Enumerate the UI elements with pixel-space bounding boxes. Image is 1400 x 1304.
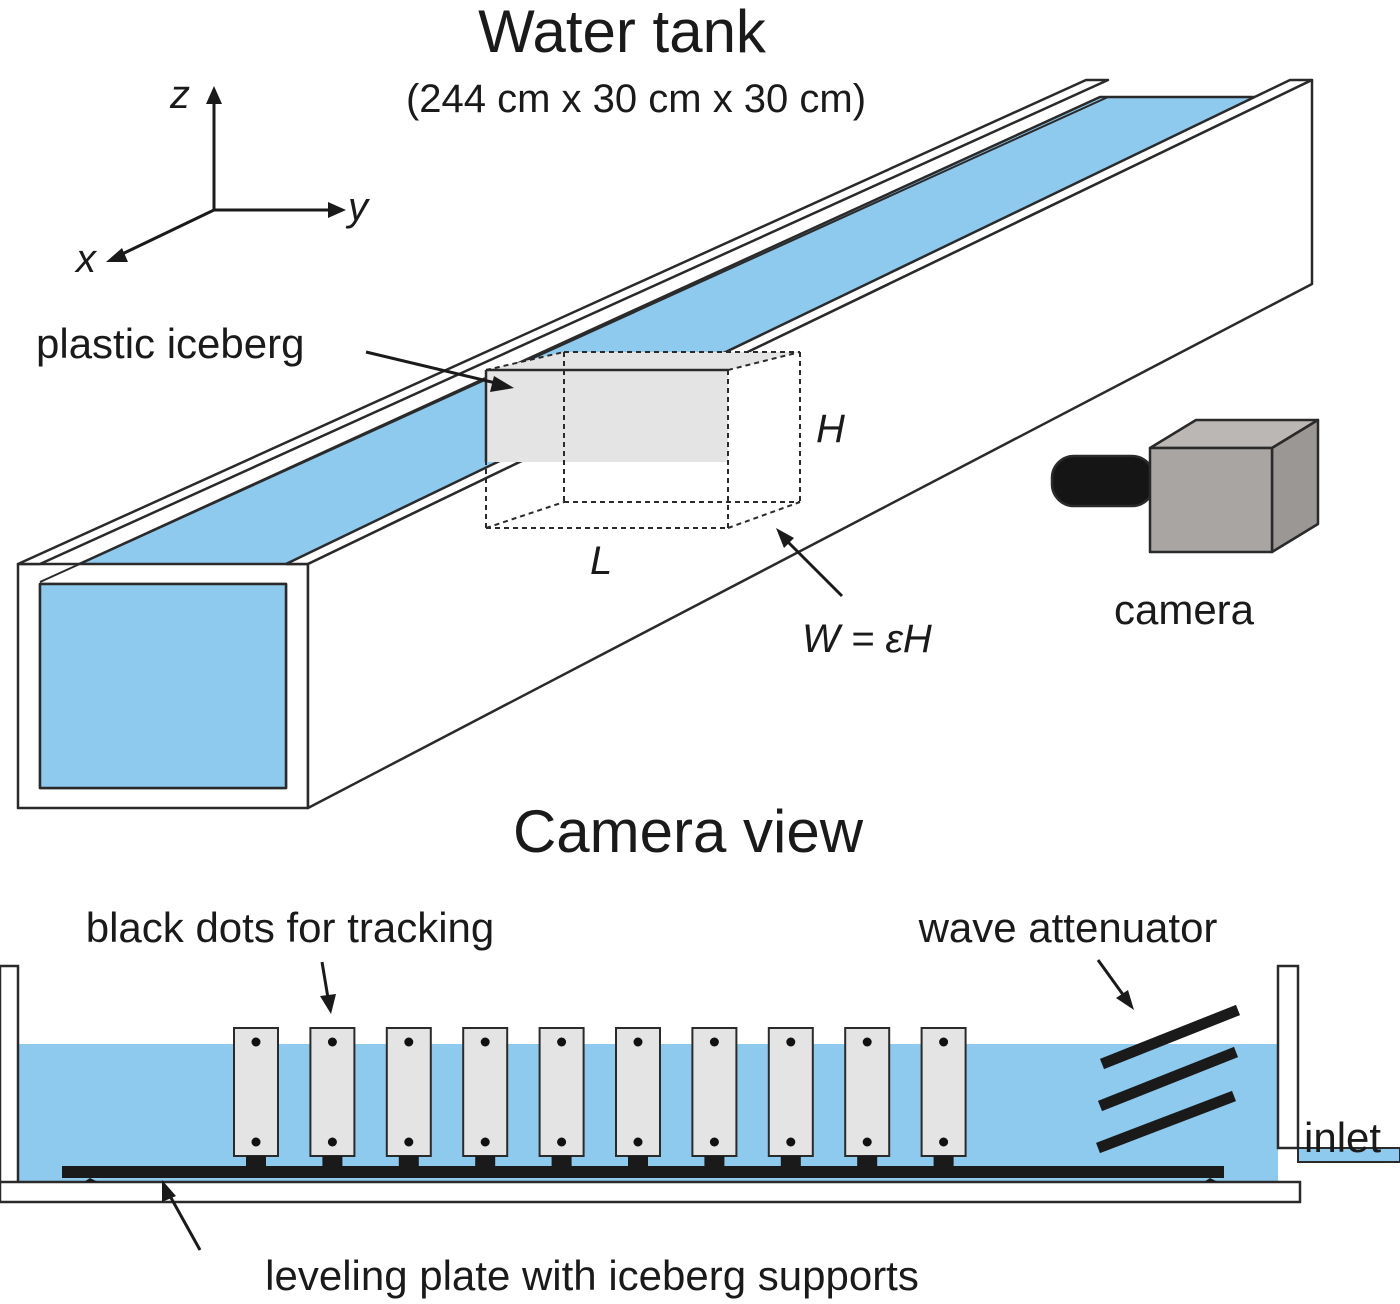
iceberg-support [475, 1156, 496, 1166]
iceberg-front-face [486, 370, 728, 462]
width-pointer-arrow [776, 528, 844, 598]
tracking-dot [939, 1137, 949, 1147]
left-wall-rim [16, 78, 1110, 566]
iceberg-block [309, 1027, 356, 1166]
plate-support-right [1204, 1178, 1218, 1182]
inlet-pipe [1297, 1147, 1400, 1163]
z-axis-label: z [169, 73, 190, 117]
iceberg-body [385, 1027, 432, 1157]
tracking-dot [557, 1137, 567, 1147]
tracking-dot [327, 1037, 337, 1047]
iceberg-block [920, 1027, 967, 1166]
iceberg-block [538, 1027, 585, 1166]
iceberg-block [615, 1027, 661, 1166]
right-tank-wall [1276, 964, 1300, 1150]
iceberg-support [322, 1156, 343, 1166]
iceberg-body [538, 1027, 585, 1157]
coordinate-axes [106, 86, 346, 262]
attenuator-label: wave attenuator [918, 904, 1218, 951]
dots-label: black dots for tracking [86, 904, 495, 951]
camera-label: camera [1114, 586, 1255, 633]
camera [1050, 418, 1320, 554]
iceberg-body [233, 1027, 279, 1157]
camera-body-front [1148, 446, 1274, 554]
y-axis-label: y [345, 185, 371, 229]
iceberg-support [398, 1156, 419, 1166]
tracking-dot [786, 1137, 796, 1147]
camera-view-title: Camera view [513, 798, 864, 865]
tracking-dot [557, 1037, 567, 1047]
width-label: W = εH [802, 617, 932, 661]
water-tank-panel: Water tank (244 cm x 30 cm x 30 cm) z y … [16, 0, 1320, 810]
inlet-label: inlet [1304, 1114, 1381, 1161]
iceberg-body [920, 1027, 967, 1157]
tracking-dot [862, 1137, 872, 1147]
iceberg-body [844, 1027, 891, 1157]
iceberg-pointer-arrow [365, 350, 514, 392]
tracking-dot [862, 1037, 872, 1047]
iceberg-block [691, 1027, 738, 1166]
plate-support-left [84, 1178, 98, 1182]
length-label: L [590, 539, 612, 583]
tracking-dot [251, 1137, 261, 1147]
plate-label: leveling plate with iceberg supports [265, 1252, 919, 1299]
iceberg-body [615, 1027, 661, 1157]
tracking-dot [327, 1137, 337, 1147]
iceberg-row [233, 1027, 967, 1166]
camera-lens [1050, 454, 1156, 508]
water-tank [16, 78, 1314, 810]
right-side-wall [306, 78, 1314, 810]
iceberg-body [691, 1027, 738, 1157]
x-axis-label: x [74, 237, 98, 281]
iceberg-block [844, 1027, 891, 1166]
wave-attenuator [1096, 1004, 1241, 1154]
iceberg-block [462, 1027, 509, 1166]
tracking-dot [786, 1037, 796, 1047]
tank-floor [0, 1180, 1302, 1204]
tracking-dot [633, 1037, 643, 1047]
tracking-dot [709, 1137, 719, 1147]
tracking-dot [404, 1037, 414, 1047]
iceberg-body [462, 1027, 509, 1157]
height-label: H [816, 407, 845, 451]
iceberg-support [628, 1156, 648, 1166]
dots-pointer-arrow [320, 961, 336, 1014]
iceberg-support [780, 1156, 801, 1166]
iceberg-support [246, 1156, 266, 1166]
leveling-plate [62, 1166, 1224, 1182]
iceberg-block [385, 1027, 432, 1166]
left-tank-wall [0, 964, 20, 1194]
water-tank-title: Water tank [478, 0, 767, 65]
tracking-dot [251, 1037, 261, 1047]
attenuator-pointer-arrow [1096, 959, 1134, 1010]
tracking-dot [480, 1037, 490, 1047]
tracking-dot [404, 1137, 414, 1147]
plate-pointer-arrow [162, 1180, 202, 1251]
iceberg-support [933, 1156, 954, 1166]
iceberg-block [233, 1027, 279, 1166]
tank-end-water [38, 582, 288, 790]
tracking-dot [480, 1137, 490, 1147]
plastic-iceberg [484, 351, 801, 529]
iceberg-support [551, 1156, 572, 1166]
iceberg-label: plastic iceberg [36, 320, 304, 367]
tank-side-view [0, 964, 1302, 1204]
tracking-dot [633, 1137, 643, 1147]
water-tank-dimensions: (244 cm x 30 cm x 30 cm) [406, 77, 866, 121]
iceberg-support [857, 1156, 878, 1166]
iceberg-block [767, 1027, 814, 1166]
tracking-dot [709, 1037, 719, 1047]
iceberg-body [309, 1027, 356, 1157]
iceberg-support [704, 1156, 725, 1166]
camera-view-panel: Camera view black dots for tracking [0, 798, 1400, 1299]
iceberg-body [767, 1027, 814, 1157]
tracking-dot [939, 1037, 949, 1047]
